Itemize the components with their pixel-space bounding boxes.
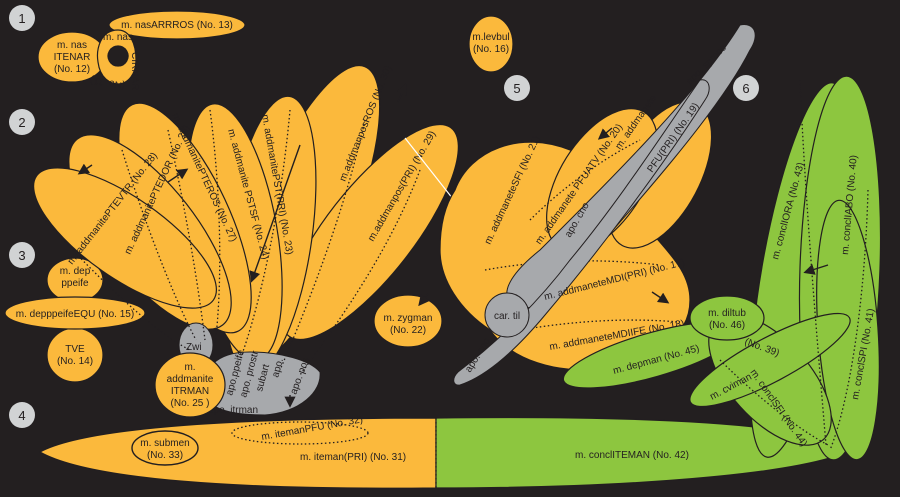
label-apo-itrman: apo. itrman (208, 405, 258, 416)
section-6: m. conclIORA (No. 43) m. conclIABO (No. … (562, 75, 882, 461)
label-nas-itenar-1: m. nas (57, 40, 87, 51)
muscle-nas-cirnar (96, 29, 137, 85)
label-diltub-2: (No. 46) (709, 320, 745, 331)
label-levbul-2: (No. 16) (473, 44, 509, 55)
label-nasarrros: m. nasARRROS (No. 13) (121, 20, 233, 31)
label-nas-itenar-2: ITENAR (54, 52, 91, 63)
muscle-addmanpospri (281, 123, 459, 341)
label-zygman-2: (No. 22) (390, 325, 426, 336)
section-number-1: 1 (18, 11, 25, 26)
sep-sfi (529, 139, 641, 221)
section-4: m. itemanPFU (No. 32) m. submen (No. 33)… (38, 414, 831, 489)
section-badge-6 (733, 75, 759, 101)
section-badge-4 (9, 402, 35, 428)
arrow-pstpri (249, 144, 301, 283)
sep-3 (209, 109, 221, 346)
muscle-itemanpfu (231, 421, 369, 445)
muscle-diltub (689, 295, 765, 341)
section-badge-3 (9, 242, 35, 268)
arrow-posros (396, 83, 407, 103)
muscle-levbul (468, 15, 514, 73)
muscle-nasarrros (108, 10, 246, 40)
sep-mdi (484, 260, 661, 271)
muscle-zygman (373, 294, 443, 348)
muscle-ptevtr (33, 167, 217, 309)
section-badge-5 (504, 75, 530, 101)
sep-6 (299, 169, 421, 376)
sep-mdiife (519, 319, 681, 331)
muscle-subman (131, 430, 199, 466)
label-nas-itenar-3: (No. 12) (54, 64, 90, 75)
label-zygman-1: m. zygman (384, 313, 433, 324)
section-3: m. dep ppeife m. depppeifeEQU (No. 15) T… (4, 257, 146, 383)
section-2: Zwi apo. itrman apo. pos apo.ppeife apo.… (33, 64, 529, 418)
section-number-3: 3 (18, 248, 25, 263)
section-number-5: 5 (513, 81, 520, 96)
label-levbul-1: m.levbul (472, 32, 509, 43)
sep-1 (121, 149, 197, 341)
label-dep-1: m. dep (60, 266, 91, 277)
sep-abo-spi (829, 189, 869, 451)
arrow-ptevtr (77, 163, 93, 175)
section-badge-2 (9, 109, 35, 135)
label-deppeifeequ: m. depppeifeEQU (No. 15) (16, 309, 134, 320)
sep-4 (239, 109, 291, 361)
label-diltub-1: m. diltub (708, 308, 746, 319)
label-zwi: Zwi (186, 342, 202, 353)
sep-2 (167, 129, 206, 341)
arrow-zygman (418, 293, 430, 307)
label-car-til: car. til (494, 311, 520, 322)
muscle-itrman (154, 352, 226, 418)
label-itrman-4: (No. 25 ) (171, 398, 210, 409)
muscle-deppeifeequ (4, 296, 146, 330)
section-number-4: 4 (18, 408, 25, 423)
arrow-pfuatv (597, 127, 613, 140)
section-badges: 1 2 3 4 5 6 (9, 5, 759, 428)
section-1: m. nasARRROS (No. 13) m. nas ITENAR (No.… (37, 10, 246, 91)
label-itemanpri: m. iteman(PRI) (No. 31) (300, 452, 406, 463)
label-dep-2: ppeife (61, 278, 89, 289)
label-concliteman: m. conclITEMAN (No. 42) (575, 450, 689, 461)
sep-7 (39, 214, 191, 351)
section-number-2: 2 (18, 115, 25, 130)
label-nas-cirnar-2: CIRNAR (129, 52, 140, 90)
section-number-6: 6 (742, 81, 749, 96)
label-itrman-2: addmanite (167, 374, 214, 385)
section-badge-1 (9, 5, 35, 31)
label-tve-1: TVE (65, 344, 85, 355)
arrow-mdipri (651, 291, 670, 304)
label-apo: apo. (270, 357, 286, 379)
label-subman-2: (No. 33) (147, 450, 183, 461)
arrow-pteros (167, 168, 189, 183)
label-itrman-3: ITRMAN (171, 386, 209, 397)
tendon-apo-cno (453, 79, 710, 386)
muscle-tve (46, 327, 104, 383)
label-itrman-1: m. (184, 362, 195, 373)
muscle-iteman-pri (38, 417, 437, 489)
tendon-car-til (484, 292, 530, 338)
label-subman-1: m. submen (140, 438, 189, 449)
arrow-concl (803, 264, 829, 275)
label-tve-2: (No. 14) (57, 356, 93, 367)
label-nas-cirnar-1: m. nas (103, 32, 133, 43)
muscle-cviman (689, 312, 851, 408)
